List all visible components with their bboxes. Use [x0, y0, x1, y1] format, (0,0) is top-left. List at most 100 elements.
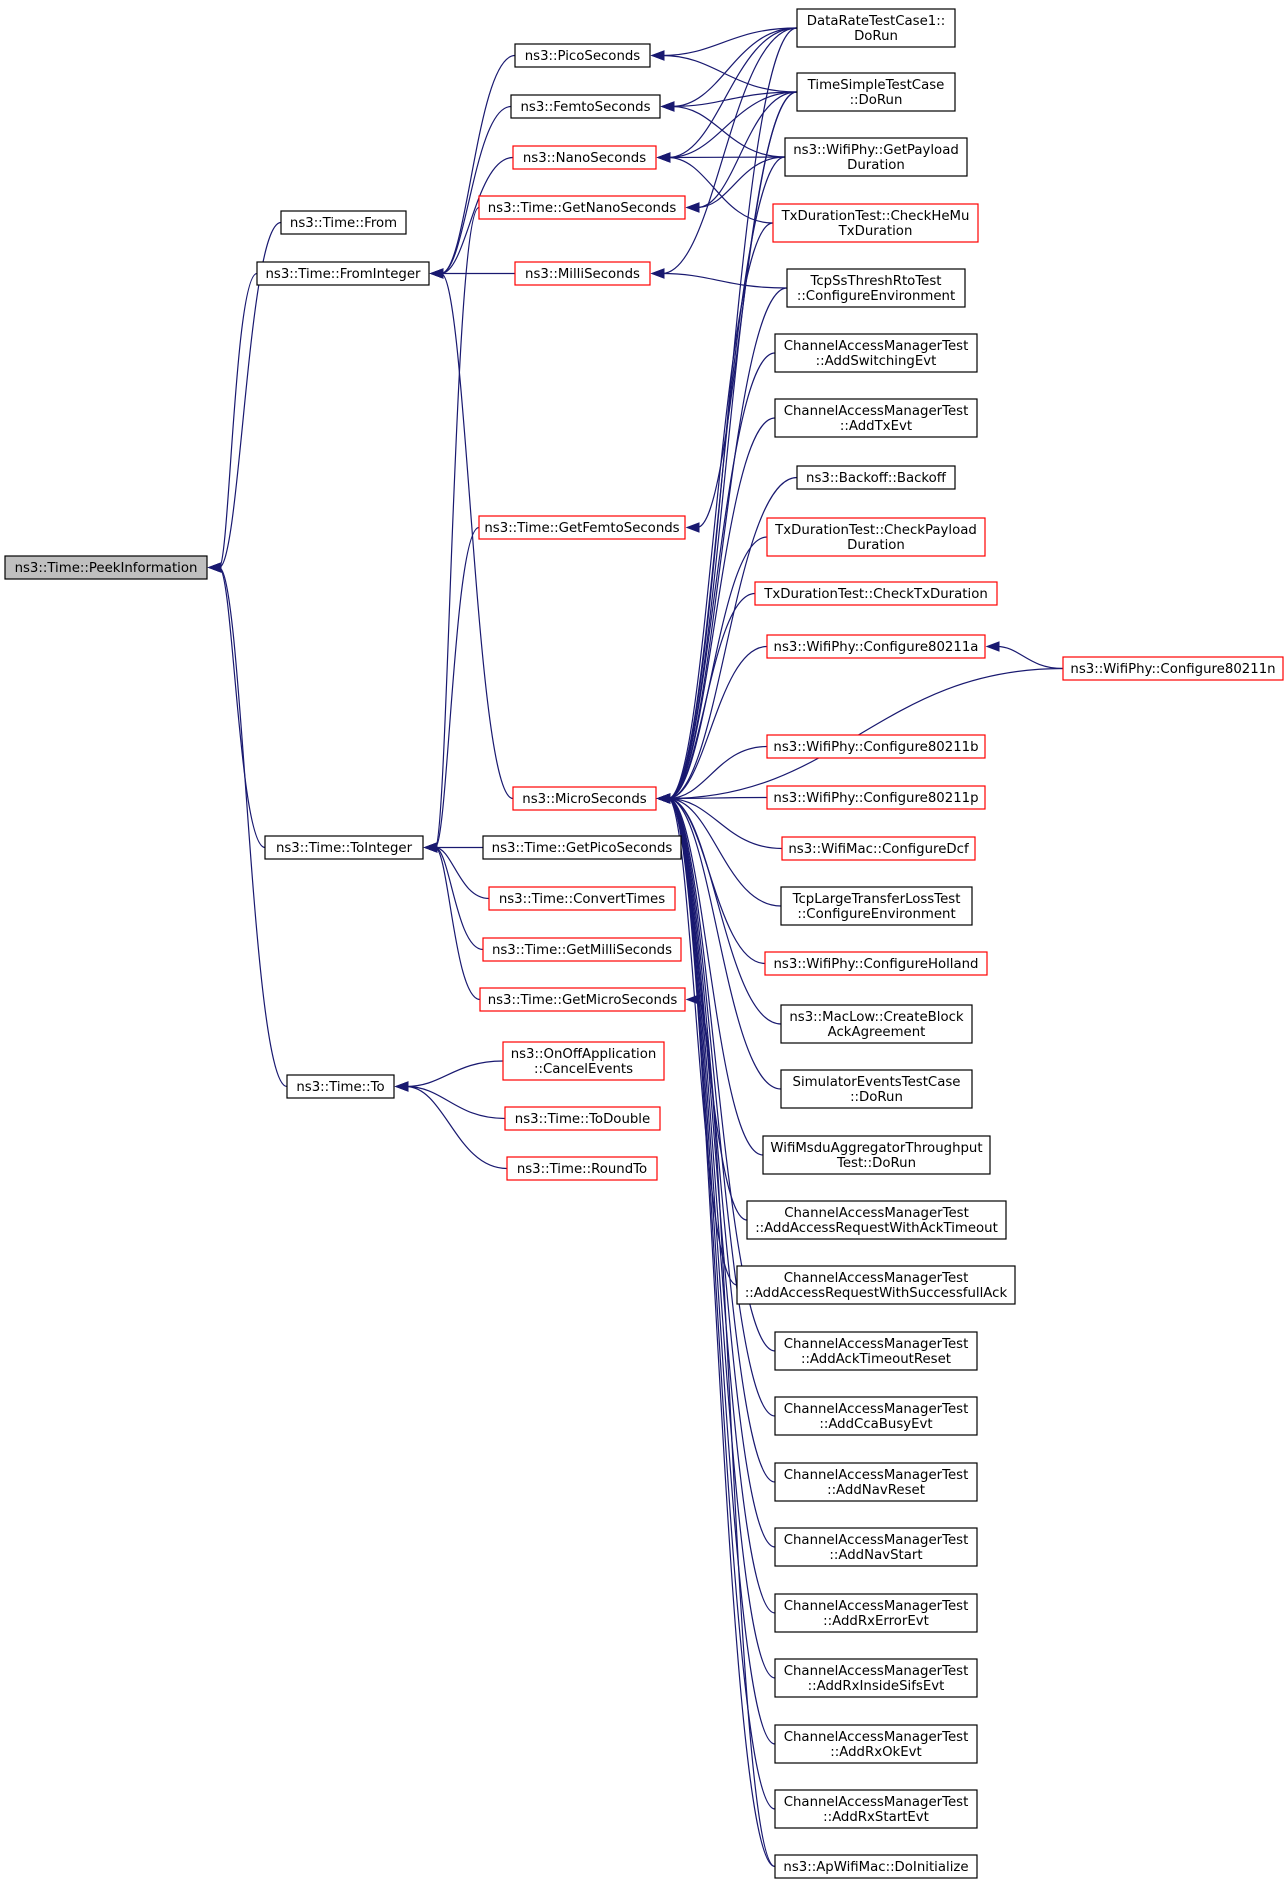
edge-line	[667, 797, 776, 1868]
node-femto[interactable]: ns3::FemtoSeconds	[510, 94, 661, 119]
node-cfg_dcf[interactable]: ns3::WifiMac::ConfigureDcf	[781, 836, 976, 861]
edge-line	[434, 206, 480, 849]
edge-line	[405, 1085, 506, 1120]
node-txdurcheck[interactable]: TxDurationTest::CheckTxDuration	[754, 581, 998, 606]
edge-line	[440, 105, 512, 275]
edge-line	[218, 221, 282, 569]
node-label: ns3::Time::FromInteger	[265, 267, 421, 282]
node-apwifi[interactable]: ns3::ApWifiMac::DoInitialize	[774, 1854, 978, 1879]
node-label: ns3::FemtoSeconds	[520, 100, 650, 115]
node-label: ns3::WifiPhy::ConfigureHolland	[774, 957, 979, 972]
node-cfg_p[interactable]: ns3::WifiPhy::Configure80211p	[766, 785, 986, 810]
arrowhead	[685, 202, 700, 213]
node-box	[286, 1074, 395, 1099]
node-toint[interactable]: ns3::Time::ToInteger	[264, 835, 424, 860]
node-label: ::CancelEvents	[534, 1062, 633, 1077]
edge-peek-to	[207, 562, 288, 1088]
node-label: SimulatorEventsTestCase	[793, 1075, 961, 1090]
node-label: ns3::Time::GetPicoSeconds	[492, 841, 673, 856]
node-box	[781, 836, 976, 861]
edge-line	[667, 797, 782, 1090]
arrowhead	[685, 522, 700, 533]
edge-line	[434, 846, 481, 1001]
node-tcplarge[interactable]: TcpLargeTransferLossTest::ConfigureEnvir…	[780, 886, 973, 926]
edge-toint-getmicro	[423, 842, 481, 1001]
node-cfg_n[interactable]: ns3::WifiPhy::Configure80211n	[1062, 656, 1284, 681]
node-from[interactable]: ns3::Time::From	[280, 210, 407, 235]
node-getmicro[interactable]: ns3::Time::GetMicroSeconds	[479, 987, 686, 1012]
node-box	[754, 581, 998, 606]
edge-line	[671, 27, 798, 108]
node-onoff[interactable]: ns3::OnOffApplication::CancelEvents	[502, 1041, 665, 1081]
node-label: TxDuration	[838, 224, 913, 239]
edge-line	[696, 156, 786, 209]
node-pico[interactable]: ns3::PicoSeconds	[514, 43, 651, 68]
node-cam_rxsifs[interactable]: ChannelAccessManagerTest::AddRxInsideSif…	[774, 1658, 978, 1698]
node-cam_rxerr[interactable]: ChannelAccessManagerTest::AddRxErrorEvt	[774, 1593, 978, 1633]
node-fromint[interactable]: ns3::Time::FromInteger	[256, 261, 430, 286]
node-label: ns3::Time::PeekInformation	[15, 561, 198, 576]
node-getpico[interactable]: ns3::Time::GetPicoSeconds	[482, 835, 682, 860]
node-to[interactable]: ns3::Time::To	[286, 1074, 395, 1099]
edge-line	[667, 797, 776, 1614]
edge-line	[667, 645, 768, 800]
node-getnano[interactable]: ns3::Time::GetNanoSeconds	[478, 195, 686, 220]
node-cfg_b[interactable]: ns3::WifiPhy::Configure80211b	[766, 734, 986, 759]
node-cam_ackto[interactable]: ChannelAccessManagerTest::AddAccessReque…	[746, 1200, 1007, 1240]
edge-line	[667, 797, 776, 1352]
node-datarate[interactable]: DataRateTestCase1::DoRun	[796, 8, 956, 48]
node-cam_navreset[interactable]: ChannelAccessManagerTest::AddNavReset	[774, 1462, 978, 1502]
node-cfg_holland[interactable]: ns3::WifiPhy::ConfigureHolland	[764, 951, 988, 976]
node-box	[256, 261, 430, 286]
edge-line	[667, 156, 786, 800]
node-label: TxDurationTest::CheckHeMu	[781, 209, 970, 224]
node-cam_tx[interactable]: ChannelAccessManagerTest::AddTxEvt	[774, 398, 978, 438]
edge-line	[667, 797, 776, 1745]
node-label: TxDurationTest::CheckTxDuration	[763, 587, 988, 602]
node-label: TimeSimpleTestCase	[807, 78, 945, 93]
node-micro[interactable]: ns3::MicroSeconds	[512, 786, 657, 811]
node-label: ::AddTxEvt	[840, 419, 912, 434]
node-milli[interactable]: ns3::MilliSeconds	[514, 261, 651, 286]
node-timesimple[interactable]: TimeSimpleTestCase::DoRun	[796, 72, 956, 112]
node-box	[774, 1331, 978, 1371]
node-label: Test::DoRun	[836, 1156, 916, 1171]
edge-line	[667, 222, 774, 800]
node-simevents[interactable]: SimulatorEventsTestCase::DoRun	[780, 1069, 973, 1109]
node-roundto[interactable]: ns3::Time::RoundTo	[506, 1156, 658, 1181]
node-label: ns3::Time::GetNanoSeconds	[488, 201, 677, 216]
edge-line	[667, 745, 768, 800]
edge-fromint-pico	[429, 54, 516, 279]
node-tcpss[interactable]: TcpSsThreshRtoTest::ConfigureEnvironment	[786, 268, 966, 308]
node-box	[280, 210, 407, 235]
node-backoff[interactable]: ns3::Backoff::Backoff	[796, 465, 956, 490]
node-cam_rxstart[interactable]: ChannelAccessManagerTest::AddRxStartEvt	[774, 1789, 978, 1829]
node-getfemto[interactable]: ns3::Time::GetFemtoSeconds	[478, 515, 686, 540]
node-convert[interactable]: ns3::Time::ConvertTimes	[488, 886, 676, 911]
node-box	[774, 333, 978, 373]
node-box	[772, 203, 979, 243]
node-cam_switch[interactable]: ChannelAccessManagerTest::AddSwitchingEv…	[774, 333, 978, 373]
node-todouble[interactable]: ns3::Time::ToDouble	[504, 1106, 661, 1131]
edge-line	[667, 156, 774, 224]
node-cam_rxok[interactable]: ChannelAccessManagerTest::AddRxOkEvt	[774, 1724, 978, 1764]
node-label: ::AddNavStart	[829, 1548, 922, 1563]
node-cam_acktoreset[interactable]: ChannelAccessManagerTest::AddAckTimeoutR…	[774, 1331, 978, 1371]
node-box	[1062, 656, 1284, 681]
edge-line	[434, 846, 490, 900]
node-label: DoRun	[854, 29, 898, 44]
node-cam_navstart[interactable]: ChannelAccessManagerTest::AddNavStart	[774, 1527, 978, 1567]
node-cam_cca[interactable]: ChannelAccessManagerTest::AddCcaBusyEvt	[774, 1396, 978, 1436]
node-cam_success[interactable]: ChannelAccessManagerTest::AddAccessReque…	[736, 1265, 1016, 1305]
node-getmilli[interactable]: ns3::Time::GetMilliSeconds	[482, 937, 682, 962]
node-peek[interactable]: ns3::Time::PeekInformation	[4, 555, 208, 580]
edge-line	[434, 846, 484, 951]
node-cfg_a[interactable]: ns3::WifiPhy::Configure80211a	[766, 634, 986, 659]
node-nano[interactable]: ns3::NanoSeconds	[512, 145, 657, 170]
